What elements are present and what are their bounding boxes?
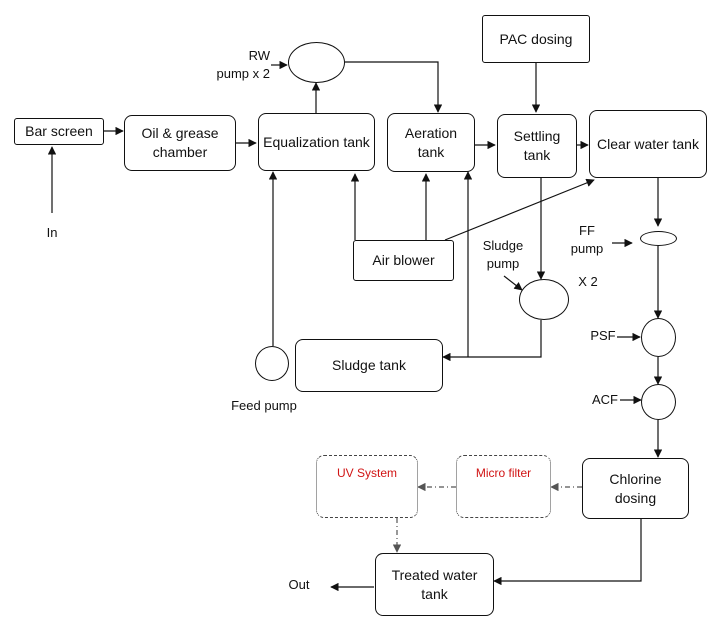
sludge-pump-symbol <box>519 279 569 320</box>
aeration-tank-label: Aeration tank <box>404 124 458 160</box>
psf-filter-symbol <box>641 318 676 357</box>
pac-dosing-box: PAC dosing <box>482 15 590 63</box>
uv-system-label: UV System <box>336 466 397 480</box>
treated-water-tank-label: Treated water tank <box>391 566 478 602</box>
equalization-tank-box: Equalization tank <box>258 113 375 171</box>
oil-grease-chamber-label: Oil & grease chamber <box>141 125 219 160</box>
sludge-tank-box: Sludge tank <box>295 339 443 392</box>
out-label: Out <box>288 577 310 592</box>
in-label: In <box>46 225 58 240</box>
air-blower-box: Air blower <box>353 240 454 281</box>
acf-filter-symbol <box>641 384 676 420</box>
sludge-pump-count-label: X 2 <box>578 274 598 289</box>
micro-filter-label: Micro filter <box>475 466 532 480</box>
feed-pump-symbol <box>255 346 289 381</box>
feed-pump-label: Feed pump <box>231 398 297 413</box>
aeration-tank-box: Aeration tank <box>387 113 475 172</box>
edge-sludge-pump-inlet <box>503 275 523 291</box>
equalization-tank-label: Equalization tank <box>263 133 370 150</box>
settling-tank-box: Settling tank <box>497 114 577 178</box>
edge-rw-pump-aeration <box>345 61 443 113</box>
oil-grease-chamber-box: Oil & grease chamber <box>124 115 236 171</box>
edge-air-blower-clear-water <box>444 178 595 241</box>
edge-sludge-pump-sludge-tank <box>442 320 542 362</box>
treated-water-tank-box: Treated water tank <box>375 553 494 616</box>
edge-chlorine-treated <box>493 519 642 586</box>
settling-tank-label: Settling tank <box>513 128 561 163</box>
uv-system-box: UV System <box>316 455 418 518</box>
chlorine-dosing-label: Chlorine dosing <box>609 470 662 506</box>
rw-pump-symbol <box>288 42 345 83</box>
air-blower-label: Air blower <box>372 252 435 268</box>
acf-label: ACF <box>592 392 618 407</box>
clear-water-tank-label: Clear water tank <box>597 135 699 152</box>
chlorine-dosing-box: Chlorine dosing <box>582 458 689 519</box>
clear-water-tank-box: Clear water tank <box>589 110 707 178</box>
micro-filter-box: Micro filter <box>456 455 551 518</box>
bar-screen-box: Bar screen <box>14 118 104 145</box>
pac-dosing-label: PAC dosing <box>499 30 573 47</box>
bar-screen-label: Bar screen <box>25 123 93 139</box>
psf-label: PSF <box>590 328 616 343</box>
sludge-tank-label: Sludge tank <box>332 357 406 373</box>
ff-pump-symbol <box>640 231 677 246</box>
